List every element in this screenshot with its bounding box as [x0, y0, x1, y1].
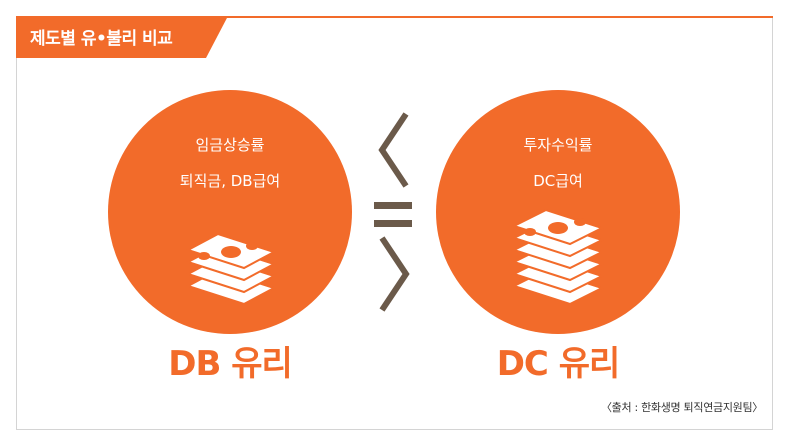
less-than-icon — [378, 112, 409, 188]
header-rule — [16, 16, 773, 18]
header-tag-shape — [16, 16, 228, 58]
source-note: 〈출처 : 한화생명 퇴직연금지원팀〉 — [600, 401, 763, 414]
investment-return-label: 투자수익률 — [523, 136, 593, 154]
equals-top-bar — [374, 202, 412, 209]
greater-than-icon — [379, 236, 410, 312]
dc-circle: 투자수익률 DC급여 — [436, 90, 680, 334]
money-stack-icon — [511, 208, 605, 306]
money-stack-icon — [185, 232, 277, 306]
equals-bottom-bar — [374, 220, 412, 227]
comparison-symbols — [374, 112, 412, 312]
db-benefit-label: 퇴직금, DB급여 — [179, 172, 281, 190]
page-title: 제도별 유•불리 비교 — [30, 29, 173, 49]
wage-growth-label: 임금상승률 — [195, 136, 265, 154]
db-advantage-label: DB 유리 — [168, 344, 293, 384]
dc-benefit-label: DC급여 — [533, 172, 583, 190]
dc-advantage-label: DC 유리 — [496, 344, 621, 384]
db-circle: 임금상승률 퇴직금, DB급여 — [108, 90, 352, 334]
